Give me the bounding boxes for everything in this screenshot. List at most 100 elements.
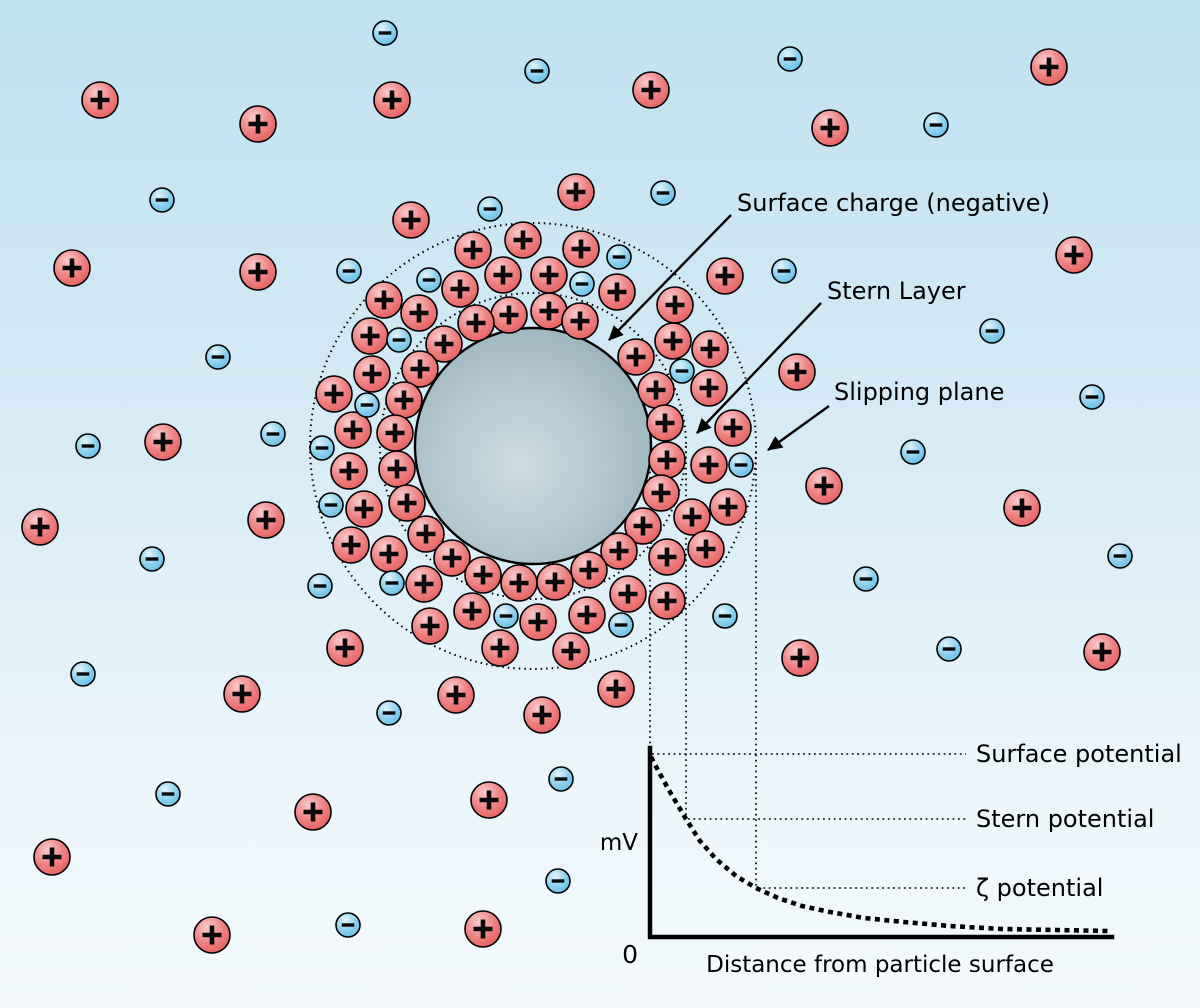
plus-icon (696, 539, 716, 559)
positive-ion (332, 526, 370, 564)
plus-icon (607, 282, 627, 302)
stern-potential-label: Stern potential (976, 805, 1154, 833)
plus-icon (450, 279, 470, 299)
positive-ion (600, 532, 638, 570)
plus-icon (663, 331, 683, 351)
positive-ion (568, 596, 606, 634)
negative-ion (728, 452, 754, 478)
positive-ion (637, 371, 675, 409)
positive-ion (193, 916, 231, 954)
negative-ion (853, 566, 879, 592)
plus-icon (442, 548, 462, 568)
positive-ion (385, 381, 423, 419)
plus-icon (718, 497, 738, 517)
plus-icon (394, 390, 414, 410)
negative-ion (606, 244, 632, 270)
plus-icon (539, 265, 559, 285)
positive-ion (561, 302, 599, 340)
negative-ion (372, 20, 398, 46)
plus-icon (571, 239, 591, 259)
positive-ion (530, 256, 568, 294)
negative-ion (260, 421, 286, 447)
positive-ion (326, 629, 364, 667)
negative-ion (336, 258, 362, 284)
plus-icon (699, 378, 719, 398)
plus-icon (410, 359, 430, 379)
plus-icon (528, 612, 548, 632)
positive-ion (519, 603, 557, 641)
slipping-plane-label: Slipping plane (834, 378, 1004, 406)
plus-icon (665, 295, 685, 315)
positive-ion (33, 838, 71, 876)
plus-icon (90, 90, 110, 110)
plus-icon (248, 262, 268, 282)
plus-icon (473, 565, 493, 585)
plus-icon (30, 517, 50, 537)
slipping-plane-arrow (767, 405, 830, 451)
positive-ion (1003, 489, 1041, 527)
plus-icon (409, 303, 429, 323)
positive-ion (805, 467, 843, 505)
negative-ion (1107, 543, 1133, 569)
positive-ion (223, 675, 261, 713)
positive-ion (454, 231, 492, 269)
plus-icon (354, 499, 374, 519)
plus-icon (434, 334, 454, 354)
plus-icon (657, 547, 677, 567)
positive-ion (392, 201, 430, 239)
positive-ion (536, 563, 574, 601)
positive-ion (345, 490, 383, 528)
positive-ion (441, 270, 479, 308)
positive-ion (351, 317, 389, 355)
ions-layer (21, 20, 1133, 954)
plus-icon (579, 560, 599, 580)
positive-ion (239, 253, 277, 291)
plus-icon (1039, 57, 1059, 77)
positive-ion (597, 670, 635, 708)
negative-ion (379, 570, 405, 596)
negative-ion (979, 318, 1005, 344)
negative-ion (354, 392, 380, 418)
plus-icon (657, 591, 677, 611)
plus-icon (379, 544, 399, 564)
plus-icon (416, 524, 436, 544)
negative-ion (608, 612, 634, 638)
x-axis-label: Distance from particle surface (706, 952, 1054, 978)
plus-icon (646, 380, 666, 400)
plus-icon (606, 679, 626, 699)
positive-ion (648, 582, 686, 620)
positive-ion (642, 474, 680, 512)
positive-ion (648, 441, 686, 479)
positive-ion (481, 629, 519, 667)
plus-icon (62, 258, 82, 278)
positive-ion (706, 257, 744, 295)
negative-ion (669, 358, 695, 384)
positive-ion (617, 338, 655, 376)
negative-ion (75, 433, 101, 459)
negative-ion (900, 439, 926, 465)
negative-ion (318, 492, 344, 518)
plus-icon (566, 182, 586, 202)
negative-ion (376, 700, 402, 726)
positive-ion (523, 696, 561, 734)
stern-layer-arrow (696, 302, 822, 434)
negative-ion (936, 636, 962, 662)
negative-ion (477, 196, 503, 222)
positive-ion (781, 639, 819, 677)
plus-icon (493, 265, 513, 285)
negative-ion (386, 327, 412, 353)
plus-icon (509, 573, 529, 593)
plus-icon (700, 339, 720, 359)
plus-icon (723, 418, 743, 438)
positive-ion (654, 322, 692, 360)
plus-icon (420, 616, 440, 636)
surface-charge-arrow (608, 214, 732, 341)
plus-icon (256, 510, 276, 530)
plus-icon (1064, 245, 1084, 265)
plus-icon (414, 574, 434, 594)
surface-potential-label: Surface potential (976, 740, 1182, 768)
plus-icon (463, 240, 483, 260)
positive-ion (437, 676, 475, 714)
